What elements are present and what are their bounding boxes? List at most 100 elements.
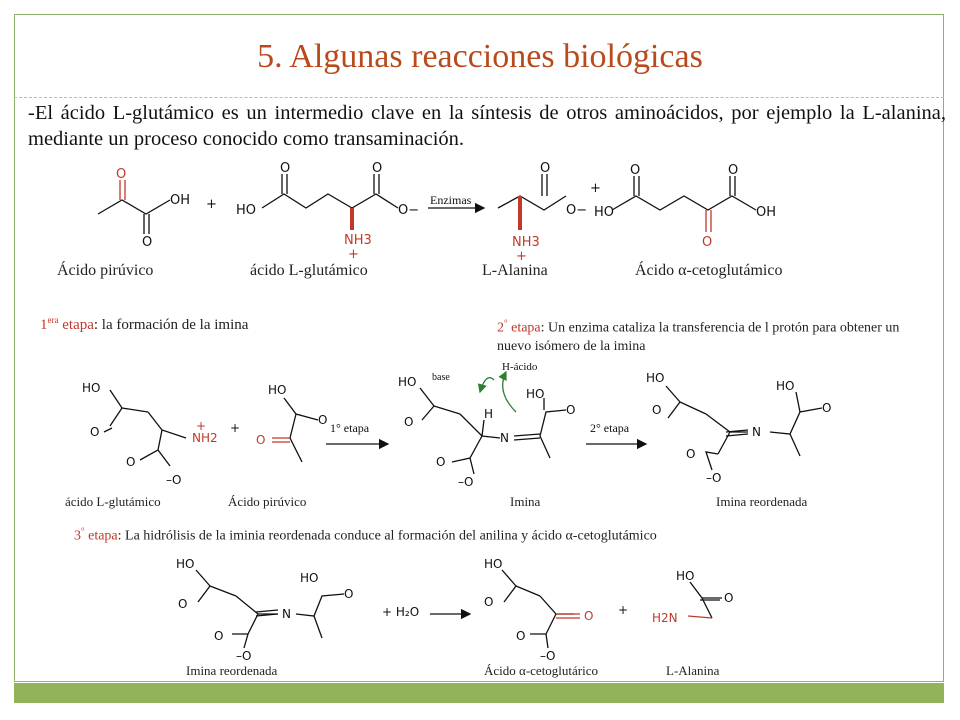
molecule-r2-pyruvic — [272, 397, 319, 463]
r2-im-H: H — [484, 407, 493, 421]
r1-plus-2: + — [590, 181, 601, 196]
r2-glu-NH2: NH2 — [192, 431, 218, 445]
molecule-r3-imina-reordenada — [195, 569, 345, 649]
r2-arrow2-label: 2° etapa — [590, 421, 630, 435]
r1-pyruvic-O2: O — [142, 235, 152, 250]
r1-glu-plus: + — [348, 247, 359, 262]
r2-glu-minusO: –O — [166, 473, 181, 487]
r3-kg-minusO: –O — [540, 649, 555, 663]
r2-im-O2: O — [436, 455, 445, 469]
r3-plus: + — [618, 603, 628, 617]
r1-pyruvic-O: O — [116, 167, 126, 182]
slide-title: 5. Algunas reacciones biológicas — [257, 38, 703, 75]
arrow-base — [477, 377, 495, 394]
molecule-glutamic-acid — [261, 174, 399, 230]
stage-3-text: 3° etapa: La hidrólisis de la iminia reo… — [74, 526, 657, 544]
r3-ala-HO: HO — [676, 569, 694, 583]
label-r2-imina: Imina — [510, 494, 541, 509]
arrow-acid — [498, 370, 517, 413]
label-r3-imina-reordenada: Imina reordenada — [186, 663, 278, 678]
r2-im-HO: HO — [398, 375, 416, 389]
molecule-imina — [419, 387, 567, 475]
r1-keto-O3: O — [702, 235, 712, 250]
label-r2-piruvico: Ácido pirúvico — [228, 494, 307, 509]
r2-base-label: base — [432, 372, 450, 383]
r2-glu-plus: + — [196, 419, 206, 433]
molecule-r3-ketoglutaric — [501, 569, 580, 649]
r2-pyr-O: O — [318, 413, 327, 427]
r1-glu-O2: O — [372, 161, 382, 176]
r2-ir-HO: HO — [646, 371, 664, 385]
r3-ir-minusO: –O — [236, 649, 251, 663]
r1-keto-OH: OH — [756, 205, 776, 220]
r3-ala-H2N: H2N — [652, 611, 678, 625]
r3-ir-O: O — [178, 597, 187, 611]
r3-ir-HO2: HO — [300, 571, 318, 585]
r2-im-N: N — [500, 431, 509, 445]
r2-ir-O3: O — [822, 401, 831, 415]
label-r2-imina-reordenada: Imina reordenada — [716, 494, 808, 509]
r1-pyruvic-OH: OH — [170, 193, 190, 208]
label-piruvico: Ácido pirúvico — [57, 262, 154, 279]
r2-acid-label: H-ácido — [502, 361, 538, 373]
r1-glu-Ominus: O− — [398, 203, 419, 218]
r2-im-O: O — [404, 415, 413, 429]
r2-plus: + — [230, 421, 240, 435]
molecule-r3-alanine — [687, 581, 722, 619]
r3-kg-O: O — [484, 595, 493, 609]
r2-pyr-O2: O — [256, 433, 265, 447]
r2-ir-minusO: –O — [706, 471, 721, 485]
r1-enzimas: Enzimas — [430, 193, 472, 207]
molecule-imina-reordenada — [665, 385, 823, 471]
r3-ir-O3: O — [344, 587, 353, 601]
r2-im-O3: O — [566, 403, 575, 417]
label-r3-cetoglutarico: Ácido α-cetoglutárico — [484, 663, 599, 678]
r1-plus-1: + — [206, 197, 217, 212]
r3-ir-N: N — [282, 607, 291, 621]
r3-kg-HO: HO — [484, 557, 502, 571]
r3-kg-O2: O — [516, 629, 525, 643]
molecule-pyruvic-acid — [97, 180, 171, 234]
r1-glu-HO: HO — [236, 203, 256, 218]
r2-ir-N: N — [752, 425, 761, 439]
r3-ir-O2: O — [214, 629, 223, 643]
label-r2-glutamico: ácido L-glutámico — [65, 494, 161, 509]
label-cetoglutamico: Ácido α-cetoglutámico — [635, 262, 783, 279]
title-divider — [14, 97, 944, 98]
r3-water: + H₂O — [382, 605, 419, 619]
label-r3-alanina: L-Alanina — [666, 663, 720, 678]
r2-im-HO2: HO — [526, 387, 544, 401]
label-alanina: L-Alanina — [482, 262, 548, 279]
stage-1-text: 1era etapa: la formación de la imina — [40, 315, 249, 333]
r2-glu-O: O — [90, 425, 99, 439]
stage-2-text: 2° etapa: Un enzima cataliza la transfer… — [497, 318, 900, 354]
r1-ala-Ominus: O− — [566, 203, 587, 218]
r2-arrow1-label: 1° etapa — [330, 421, 370, 435]
label-glutamico: ácido L-glutámico — [250, 262, 368, 279]
intro-paragraph: -El ácido L-glutámico es un intermedio c… — [28, 102, 946, 150]
r1-keto-O2: O — [728, 163, 738, 178]
r1-glu-O1: O — [280, 161, 290, 176]
r2-ir-O: O — [652, 403, 661, 417]
r2-ir-O2: O — [686, 447, 695, 461]
r1-ala-O1: O — [540, 161, 550, 176]
r2-im-minusO: –O — [458, 475, 473, 489]
bottom-accent-bar — [14, 683, 944, 703]
r1-glu-NH3: NH3 — [344, 233, 372, 248]
r3-ir-HO: HO — [176, 557, 194, 571]
r1-keto-O1: O — [630, 163, 640, 178]
r2-pyr-HO: HO — [268, 383, 286, 397]
r1-ala-plus: + — [516, 249, 527, 264]
molecule-alanine — [497, 174, 567, 230]
r2-glu-HO: HO — [82, 381, 100, 395]
molecule-r2-glutamic — [103, 389, 187, 467]
r1-keto-HO: HO — [594, 205, 614, 220]
r2-glu-O2: O — [126, 455, 135, 469]
molecule-ketoglutaric — [611, 176, 757, 232]
r3-ala-O: O — [724, 591, 733, 605]
slide-frame — [14, 14, 944, 682]
r1-ala-NH3: NH3 — [512, 235, 540, 250]
r3-kg-O-red: O — [584, 609, 593, 623]
r2-ir-HO2: HO — [776, 379, 794, 393]
